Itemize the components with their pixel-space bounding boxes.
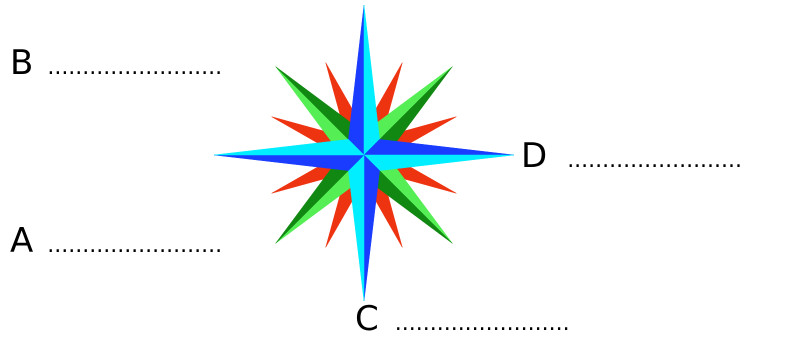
cardinal-point-3-light (213, 139, 365, 156)
cardinal-point-2-light (348, 154, 365, 302)
label-b-letter: B (10, 43, 34, 83)
label-d-letter: D (521, 136, 548, 176)
compass-cardinal-points (213, 4, 515, 302)
cardinal-point-3-dark (213, 154, 365, 171)
compass-intercardinal-points (275, 66, 453, 244)
label-c: C......................... (355, 302, 570, 336)
label-b-blank[interactable]: ......................... (47, 55, 223, 80)
label-c-letter: C (355, 299, 379, 339)
label-a: A......................... (10, 224, 222, 258)
label-b: B......................... (10, 46, 222, 80)
label-a-blank[interactable]: ......................... (47, 233, 223, 258)
label-a-letter: A (10, 221, 34, 261)
cardinal-point-0-light (363, 4, 380, 156)
cardinal-point-0-dark (348, 4, 365, 156)
label-d: D......................... (521, 139, 742, 173)
cardinal-point-1-light (363, 154, 515, 171)
label-c-blank[interactable]: ......................... (394, 311, 570, 336)
label-d-blank[interactable]: ......................... (567, 148, 743, 173)
cardinal-point-2-dark (363, 154, 380, 302)
cardinal-point-1-dark (363, 139, 515, 156)
